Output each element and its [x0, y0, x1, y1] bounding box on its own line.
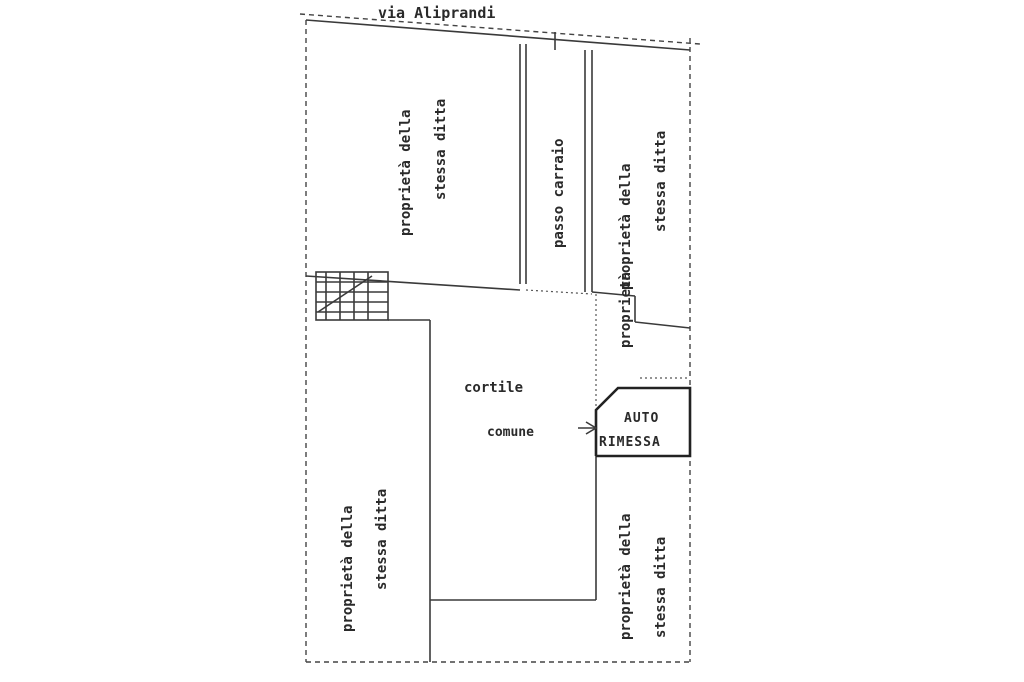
bottom-left-label-line2: stessa ditta [374, 489, 390, 590]
garage-label-line1: AUTO [624, 411, 659, 426]
top-right-label-line2: stessa ditta [653, 131, 669, 232]
top-left-property-outline [305, 44, 527, 291]
courtyard-label-line1: cortile [464, 380, 523, 396]
top-right-label-line1: proprietà della [618, 164, 634, 290]
top-left-label-line2: stessa ditta [433, 99, 449, 200]
middle-right-label: proprietà [618, 272, 634, 348]
garage-label-line2: RIMESSA [599, 435, 661, 450]
staircase [315, 271, 389, 321]
driveway-outline [525, 32, 593, 295]
site-boundary [299, 13, 701, 663]
middle-right-property-outline [591, 291, 691, 379]
garage-outline [578, 386, 692, 458]
driveway-label: passo carraio [551, 138, 567, 248]
street-label: via Aliprandi [378, 4, 495, 22]
courtyard-outline [388, 294, 597, 662]
bottom-right-label-line1: proprietà della [618, 514, 634, 640]
bottom-left-label-line1: proprietà della [340, 506, 356, 632]
courtyard-label-line2: comune [487, 425, 534, 440]
top-left-label-line1: proprietà della [398, 110, 414, 236]
bottom-right-label-line2: stessa ditta [653, 537, 669, 638]
